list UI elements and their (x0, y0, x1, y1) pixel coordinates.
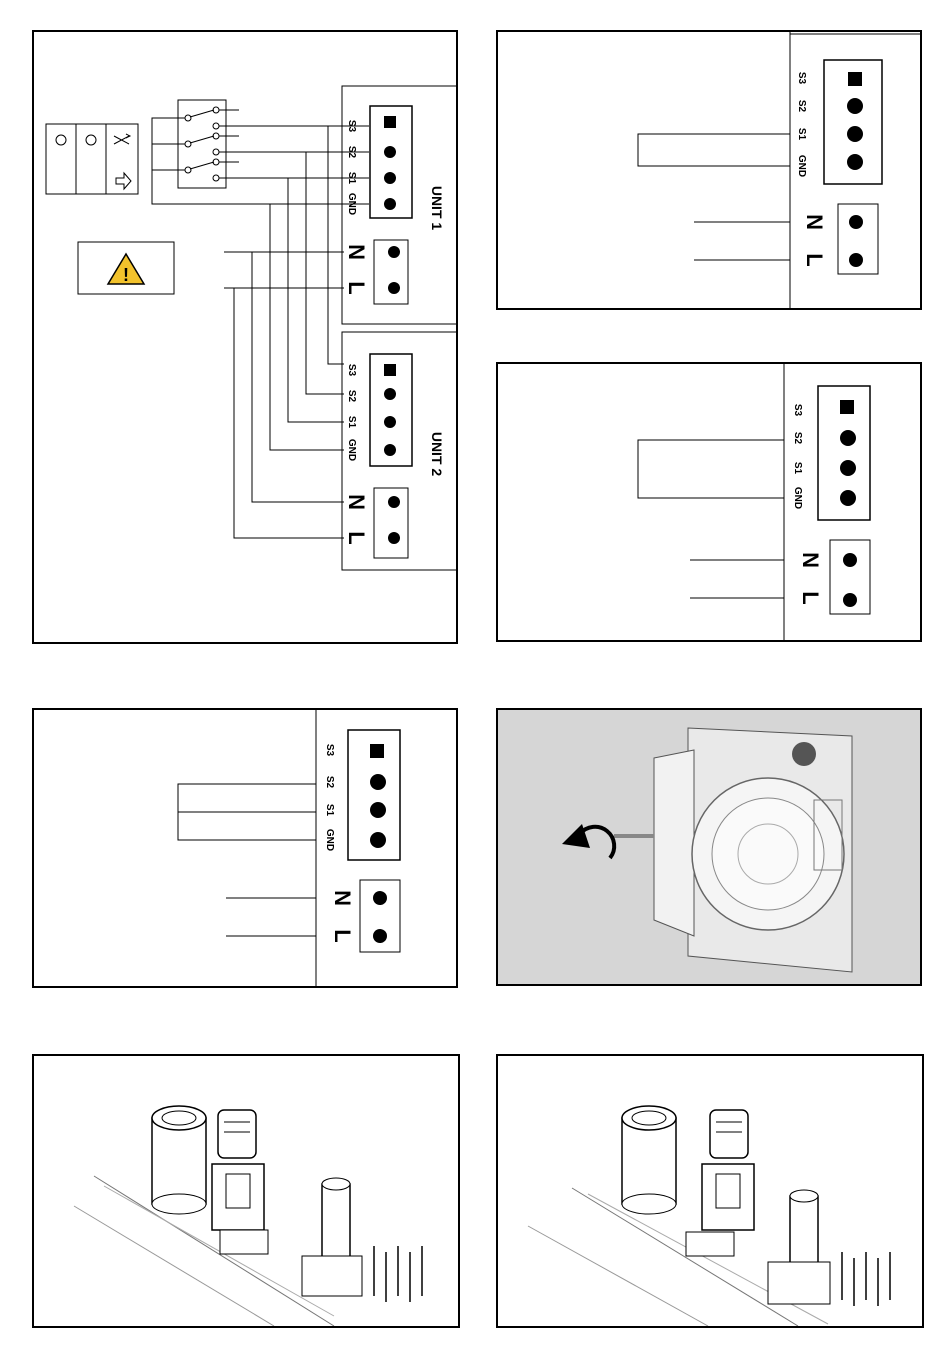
multi-unit-wiring-panel: ! (32, 30, 458, 644)
unit-2-label: UNIT 2 (429, 432, 445, 477)
p4-gnd-label: GND (324, 829, 335, 851)
p4-n-label: N (330, 890, 355, 906)
unit2-s3-label: S3 (346, 364, 357, 377)
multi-switch-icon (152, 100, 369, 204)
unit1-s1-label: S1 (346, 172, 357, 185)
wiring-s2-s1-gnd-diagram: S3 S2 S1 GND N L (34, 710, 456, 986)
p4-l-label: L (330, 929, 355, 942)
p3-s1-label: S1 (792, 462, 803, 475)
unit2-s1-label: S1 (346, 416, 357, 429)
wiring-s1-gnd-diagram: S3 S2 S1 GND N L (498, 32, 920, 308)
p2-s1-label: S1 (796, 128, 807, 141)
unit1-gnd-label: GND (346, 193, 357, 215)
p3-s3-label: S3 (792, 404, 803, 417)
unit2-gnd-label: GND (346, 439, 357, 461)
unit-1-label: UNIT 1 (429, 186, 445, 231)
unit2-l-label: L (344, 531, 369, 544)
p4-s3-label: S3 (324, 744, 335, 757)
p4-s1-label: S1 (324, 804, 335, 817)
jumper-icon (212, 1110, 268, 1254)
unit1-n-label: N (344, 244, 369, 260)
svg-text:!: ! (123, 265, 129, 285)
jumper-illustration-2 (498, 1056, 922, 1326)
unit2-s2-label: S2 (346, 390, 357, 403)
rotate-cover-panel (496, 708, 922, 986)
jumper-icon (686, 1110, 754, 1256)
unit1-s2-label: S2 (346, 146, 357, 159)
p3-s2-label: S2 (792, 432, 803, 445)
wiring-s2-gnd-panel: S3 S2 S1 GND N L (496, 362, 922, 642)
unit2-n-label: N (344, 494, 369, 510)
p2-gnd-label: GND (796, 155, 807, 177)
rotate-cover-illustration (498, 710, 920, 984)
wiring-s2-s1-gnd-panel: S3 S2 S1 GND N L (32, 708, 458, 988)
warning-triangle-icon: ! (78, 242, 174, 294)
wiring-s1-gnd-panel: S3 S2 S1 GND N L (496, 30, 922, 310)
wiring-s2-gnd-diagram: S3 S2 S1 GND N L (498, 364, 920, 640)
p2-n-label: N (802, 214, 827, 230)
p3-l-label: L (798, 591, 823, 604)
jumper-photo-panel-2 (496, 1054, 924, 1328)
p3-n-label: N (798, 552, 823, 568)
p2-s2-label: S2 (796, 100, 807, 113)
multi-unit-wiring-diagram: ! (34, 32, 456, 642)
p2-l-label: L (802, 253, 827, 266)
unit-interconnect-wires (224, 126, 344, 538)
switch-selector-icon (46, 124, 138, 194)
p3-gnd-label: GND (792, 487, 803, 509)
unit1-l-label: L (344, 281, 369, 294)
capacitor-icon (152, 1106, 206, 1214)
unit1-s3-label: S3 (346, 120, 357, 133)
capacitor-icon (622, 1106, 676, 1214)
jumper-photo-panel-1 (32, 1054, 460, 1328)
jumper-illustration-1 (34, 1056, 458, 1326)
p2-s3-label: S3 (796, 72, 807, 85)
p4-s2-label: S2 (324, 776, 335, 789)
